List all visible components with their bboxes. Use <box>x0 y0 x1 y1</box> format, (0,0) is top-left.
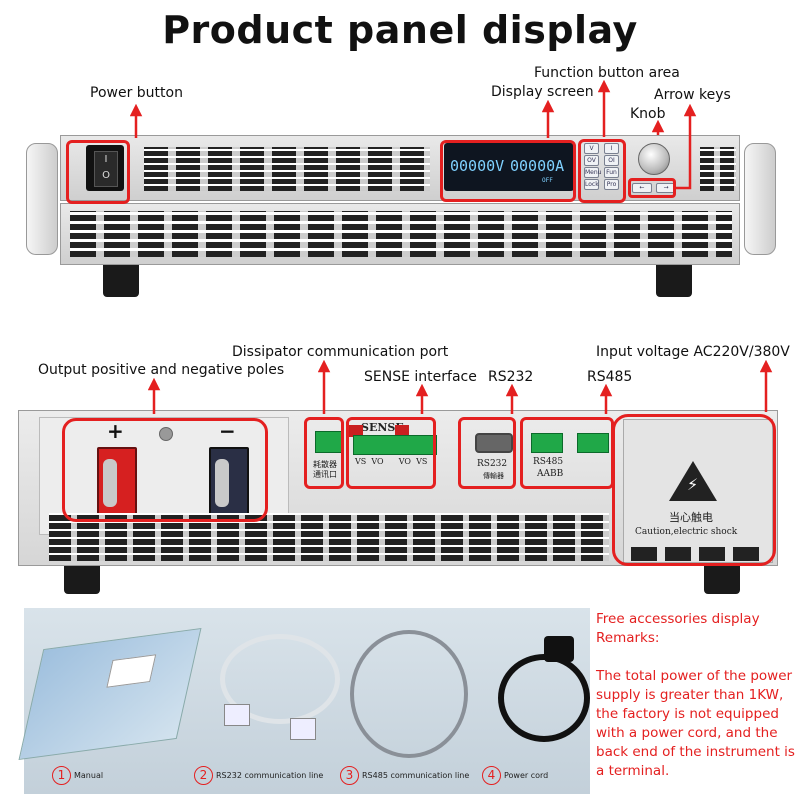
rs232-sub: 傳輸器 <box>483 472 504 480</box>
label-power-button: Power button <box>90 85 183 101</box>
label-function-button-area: Function button area <box>534 65 680 81</box>
rear-foot-right <box>704 566 740 594</box>
manual-image <box>18 627 202 761</box>
mode-readout: OFF <box>542 177 553 184</box>
rs485-text: RS485 <box>533 457 564 467</box>
accessory-manual: 1 Manual <box>52 766 103 785</box>
page-title: Product panel display <box>162 8 638 52</box>
dissipator-text-1: 耗散器 <box>313 460 337 469</box>
label-display-screen: Display screen <box>491 84 594 100</box>
accessory-power-cord: 4 Power cord <box>482 766 548 785</box>
highlight-sense-interface <box>346 417 436 489</box>
function-keys: V I OV OI Menu Fun Lock Pro <box>580 141 624 193</box>
label-arrow-keys: Arrow keys <box>654 87 731 103</box>
highlight-power-button <box>66 140 130 204</box>
voltage-readout: 00000V <box>450 157 505 175</box>
key-ov[interactable]: OV <box>584 155 599 166</box>
arrow-arrow-keys <box>676 103 697 190</box>
front-vents-lower <box>70 211 732 257</box>
accessory-num-2: 2 <box>194 766 213 785</box>
rs485-connector-1 <box>531 433 563 453</box>
key-oi[interactable]: OI <box>604 155 619 166</box>
left-handle <box>26 143 58 255</box>
accessory-label-3: RS485 communication line <box>362 771 470 780</box>
front-vents-upper <box>144 147 430 191</box>
front-vents-right <box>700 147 736 191</box>
sense-text: SENSE <box>361 421 404 434</box>
positive-bolt <box>103 459 117 507</box>
label-sense-interface: SENSE interface <box>364 369 477 385</box>
sense-red-block-2 <box>395 425 409 437</box>
accessory-label-4: Power cord <box>504 771 549 780</box>
knob[interactable] <box>638 143 670 175</box>
right-handle <box>744 143 776 255</box>
rs232-cable-image <box>220 634 340 724</box>
dissipator-text-2: 通讯口 <box>313 470 337 479</box>
key-menu[interactable]: Menu <box>584 167 602 178</box>
accessory-rs232-line: 2 RS232 communication line <box>194 766 323 785</box>
rs485-pins: AABB <box>537 469 564 479</box>
key-v[interactable]: V <box>584 143 599 154</box>
rs232-port <box>475 433 513 453</box>
display-screen: 00000V 00000A OFF <box>444 143 574 191</box>
minus-sign: − <box>219 419 236 443</box>
highlight-dissipator-port <box>304 417 344 489</box>
plus-sign: + <box>107 419 124 443</box>
current-readout: 00000A <box>510 157 565 175</box>
rs485-connector-2 <box>577 433 609 453</box>
highlight-output-poles <box>62 418 268 522</box>
rear-foot-left <box>64 566 100 594</box>
manual-label-patch <box>106 654 157 688</box>
warning-bolt: ⚡ <box>687 475 699 494</box>
remarks-text: Free accessories display Remarks: The to… <box>596 611 795 779</box>
input-cover-slots <box>631 547 761 561</box>
accessory-rs485-line: 3 RS485 communication line <box>340 766 469 785</box>
rs232-cable-connector-2 <box>290 718 316 740</box>
label-input-voltage: Input voltage AC220V/380V <box>596 344 790 360</box>
front-foot-right <box>656 265 692 297</box>
warning-en: Caution,electric shock <box>635 527 738 537</box>
negative-bolt <box>215 459 229 507</box>
key-pro[interactable]: Pro <box>604 179 619 190</box>
rs232-cable-connector-1 <box>224 704 250 726</box>
accessory-label-1: Manual <box>74 771 104 780</box>
front-foot-left <box>103 265 139 297</box>
accessories-panel <box>18 608 590 794</box>
highlight-input-voltage <box>612 414 776 566</box>
power-cord-image <box>498 654 590 742</box>
power-cord-plug <box>544 636 574 662</box>
key-fun[interactable]: Fun <box>604 167 619 178</box>
rs232-text: RS232 <box>477 459 508 469</box>
highlight-display-screen <box>440 140 576 202</box>
accessory-num-1: 1 <box>52 766 71 785</box>
cover-screw <box>159 427 173 441</box>
sense-red-block <box>349 425 363 437</box>
sense-pins: VS VO VO VS <box>355 457 428 466</box>
highlight-rs232 <box>458 417 516 489</box>
key-lock[interactable]: Lock <box>584 179 599 190</box>
accessory-num-4: 4 <box>482 766 501 785</box>
arrow-left-key[interactable]: ← <box>632 183 652 193</box>
accessory-num-3: 3 <box>340 766 359 785</box>
label-rs485: RS485 <box>587 369 633 385</box>
warning-triangle <box>669 461 717 501</box>
sense-connector <box>353 435 437 455</box>
label-output-poles: Output positive and negative poles <box>38 362 285 378</box>
accessory-label-2: RS232 communication line <box>216 771 324 780</box>
warning-cn: 当心触电 <box>669 511 713 524</box>
rs485-cable-image <box>350 630 468 758</box>
key-i[interactable]: I <box>604 143 619 154</box>
label-rs232: RS232 <box>488 369 534 385</box>
label-knob: Knob <box>630 106 666 122</box>
highlight-function-keys <box>578 139 626 203</box>
label-dissipator-port: Dissipator communication port <box>232 344 449 360</box>
highlight-arrow-keys <box>628 178 676 198</box>
